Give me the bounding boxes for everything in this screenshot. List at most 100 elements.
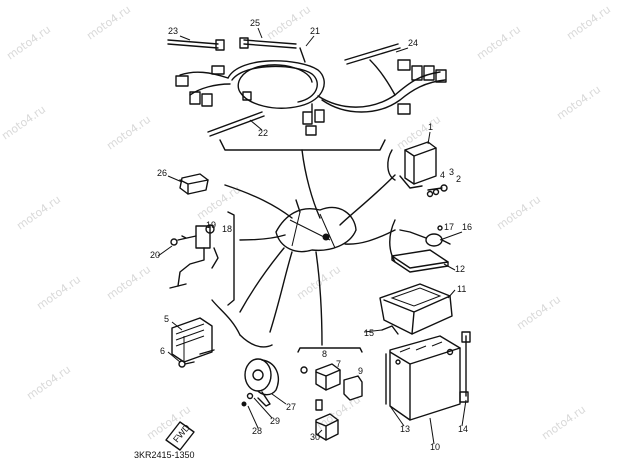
part-number: 12 bbox=[455, 264, 465, 274]
watermark-text: moto4.ru bbox=[104, 113, 153, 153]
tick bbox=[317, 429, 323, 435]
rectifier-fins bbox=[175, 323, 205, 362]
watermark-text: moto4.ru bbox=[474, 23, 523, 63]
frame-detail bbox=[289, 211, 336, 249]
tick bbox=[257, 27, 263, 39]
bracket-rectifier bbox=[211, 299, 241, 336]
nut-4 bbox=[426, 190, 434, 198]
horn-shell bbox=[257, 359, 280, 396]
cover-11-top bbox=[390, 287, 442, 307]
connector bbox=[305, 125, 317, 136]
bracket-harness bbox=[219, 139, 386, 151]
part-17 bbox=[437, 225, 443, 231]
leader bbox=[239, 234, 286, 241]
tick bbox=[167, 351, 181, 363]
watermark-text: moto4.ru bbox=[514, 293, 563, 333]
part-number: 3 bbox=[449, 167, 454, 177]
watermark-text: moto4.ru bbox=[4, 23, 53, 63]
battery-terminal bbox=[446, 348, 454, 356]
connector bbox=[175, 75, 189, 87]
part-16-wire-2 bbox=[441, 239, 451, 245]
part-16-wire bbox=[399, 229, 427, 239]
tick bbox=[157, 245, 173, 257]
part-26 bbox=[179, 173, 209, 195]
valve-assembly bbox=[169, 224, 219, 289]
connector bbox=[242, 91, 252, 101]
cdi-unit bbox=[399, 141, 448, 198]
bracket-relay bbox=[297, 347, 363, 353]
connector bbox=[211, 65, 225, 75]
horn-bracket bbox=[257, 391, 271, 407]
watermark-text: moto4.ru bbox=[539, 403, 588, 443]
watermark-text: moto4.ru bbox=[0, 103, 48, 143]
watermark-text: moto4.ru bbox=[564, 3, 613, 43]
cdi-edges bbox=[404, 147, 437, 185]
harness-left-branch-2 bbox=[189, 83, 231, 96]
part-number: 29 bbox=[270, 416, 280, 426]
tick bbox=[271, 393, 287, 405]
harness-loop bbox=[227, 60, 325, 109]
part-number: 7 bbox=[336, 359, 341, 369]
bracket-horn bbox=[239, 334, 273, 348]
part-number: 5 bbox=[164, 314, 169, 324]
connector bbox=[189, 91, 201, 105]
bracket-right-top bbox=[387, 149, 396, 181]
bolt-2-head bbox=[440, 184, 448, 192]
part-number: 2 bbox=[456, 174, 461, 184]
tick bbox=[447, 289, 456, 299]
tick bbox=[253, 397, 273, 419]
part-number: 18 bbox=[222, 224, 232, 234]
cover-11-body bbox=[379, 283, 453, 335]
part-number: 6 bbox=[160, 346, 165, 356]
connector bbox=[423, 65, 435, 81]
harness-right-branch-2 bbox=[321, 79, 446, 113]
part-number: 1 bbox=[428, 122, 433, 132]
part-number: 22 bbox=[258, 128, 268, 138]
relay-7-edges bbox=[315, 369, 341, 391]
part-number: 14 bbox=[458, 424, 468, 434]
frame-node bbox=[322, 233, 330, 241]
valve-wire-2 bbox=[211, 247, 219, 269]
part-number: 27 bbox=[286, 402, 296, 412]
tick bbox=[363, 329, 383, 333]
valve-wire bbox=[177, 247, 205, 287]
leader bbox=[301, 149, 321, 219]
relay-30 bbox=[315, 413, 339, 441]
tick bbox=[427, 131, 431, 145]
harness-left-branch bbox=[179, 71, 229, 79]
battery-body bbox=[389, 335, 461, 421]
battery-terminal bbox=[395, 359, 401, 365]
parts-16-17 bbox=[399, 225, 451, 247]
part-number: 20 bbox=[150, 250, 160, 260]
relays bbox=[300, 363, 363, 441]
horn bbox=[241, 358, 280, 407]
connector bbox=[302, 111, 313, 125]
part-number: 16 bbox=[462, 222, 472, 232]
horn-body bbox=[244, 358, 272, 392]
part-number: 21 bbox=[310, 26, 320, 36]
fwd-arrow-box bbox=[165, 421, 195, 451]
part-number: 10 bbox=[430, 442, 440, 452]
cable-tie-25 bbox=[243, 39, 297, 49]
relay-7 bbox=[315, 363, 341, 391]
screw-28 bbox=[241, 401, 247, 407]
wire-harness bbox=[175, 47, 447, 136]
tick bbox=[247, 405, 259, 429]
valve-body bbox=[195, 225, 211, 249]
watermark-text: moto4.ru bbox=[394, 113, 443, 153]
part-number: 8 bbox=[322, 349, 327, 359]
rectifier-wire bbox=[199, 349, 215, 355]
wire bbox=[369, 59, 396, 96]
part-number: 9 bbox=[358, 366, 363, 376]
cable-tie-24 bbox=[344, 43, 401, 65]
connector bbox=[397, 103, 411, 115]
connector bbox=[397, 59, 411, 71]
valve-cap bbox=[205, 224, 215, 234]
tick bbox=[179, 35, 191, 41]
cover-11-edges bbox=[383, 295, 451, 335]
rectifier-body bbox=[171, 317, 213, 363]
cdi-body bbox=[404, 141, 437, 185]
leader bbox=[315, 251, 323, 346]
frame-sketch bbox=[275, 199, 357, 253]
tick bbox=[389, 405, 405, 427]
